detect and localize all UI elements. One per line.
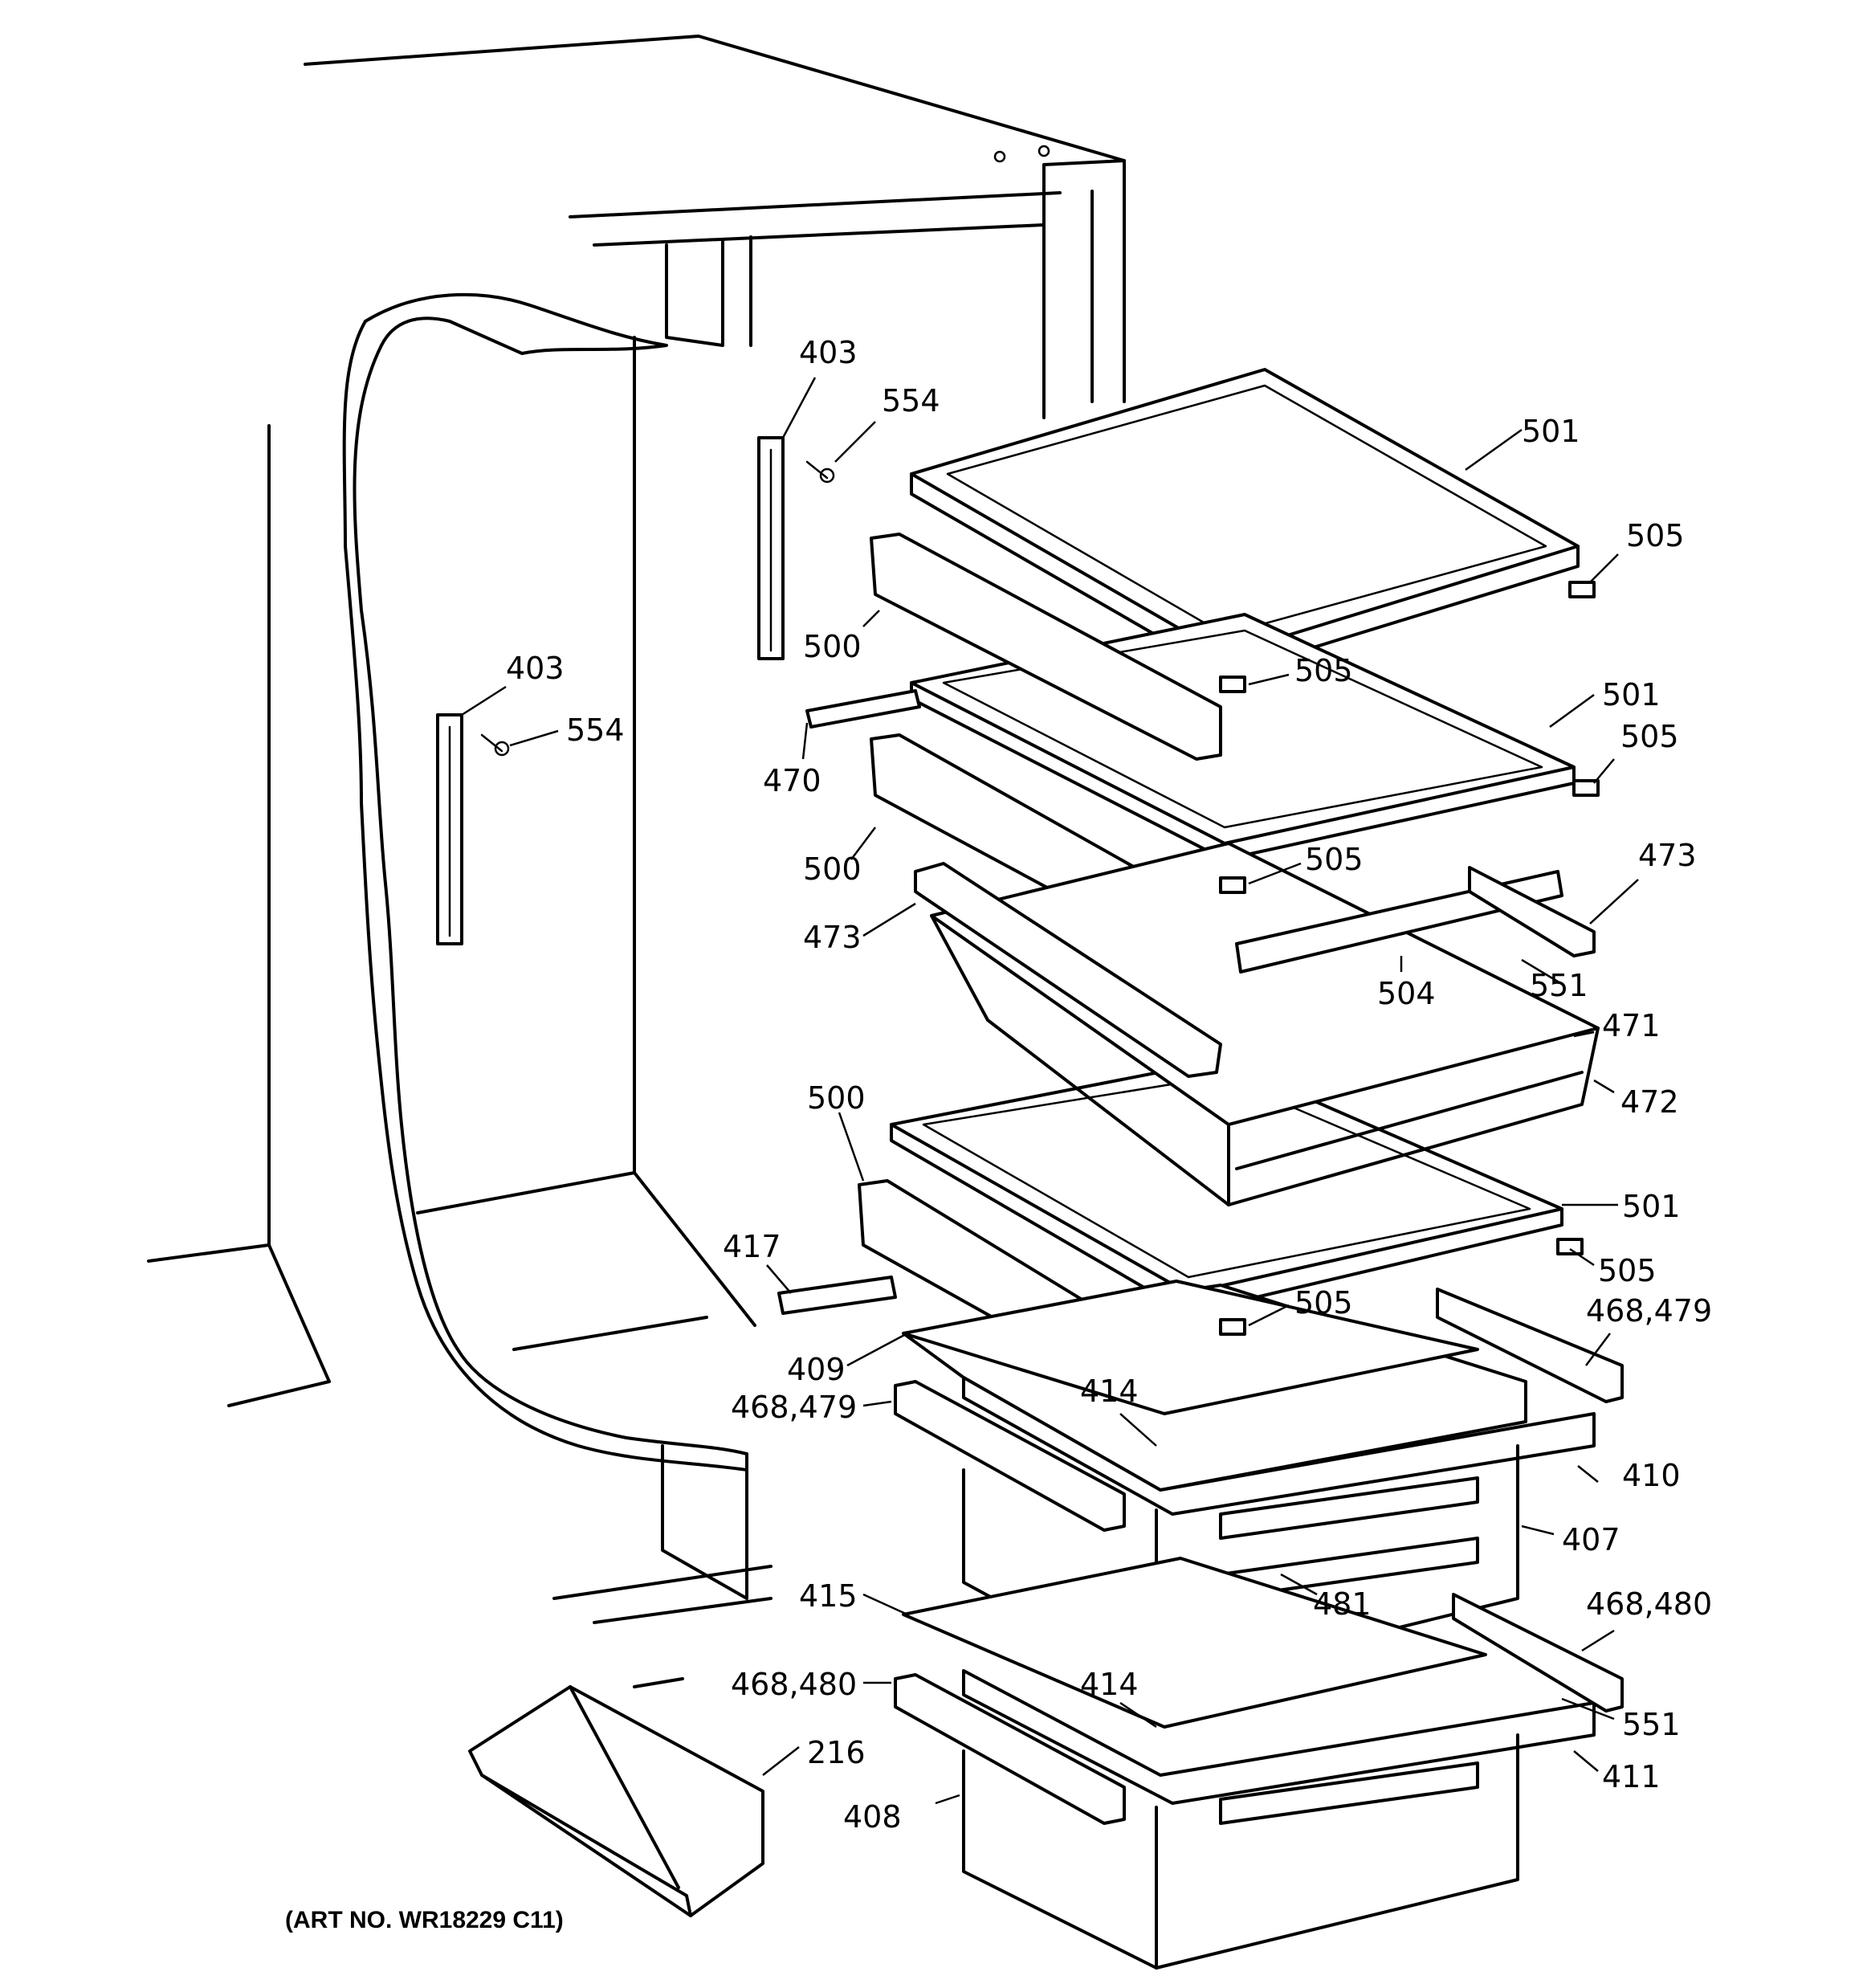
label-408: 408 [843, 1799, 902, 1835]
slide-468-480-right [1452, 1593, 1624, 1712]
label-417: 417 [723, 1229, 781, 1264]
label-468-480-right: 468,480 [1586, 1586, 1712, 1622]
clips-505 [1219, 581, 1600, 1336]
label-470: 470 [763, 763, 821, 798]
label-472: 472 [1620, 1084, 1679, 1120]
cabinet-outline [147, 35, 1126, 1688]
label-501-b: 501 [1602, 677, 1661, 712]
leader-lines [461, 377, 1639, 1805]
slide-468-479-right [1436, 1288, 1624, 1403]
shelf-rail-upper [757, 436, 785, 660]
label-505-e: 505 [1598, 1253, 1657, 1288]
label-468-479-left: 468,479 [731, 1390, 857, 1425]
label-411: 411 [1602, 1759, 1661, 1794]
screw-554-upper [805, 460, 835, 484]
label-501-a: 501 [1522, 414, 1580, 449]
label-216: 216 [807, 1735, 866, 1770]
label-410: 410 [1622, 1458, 1681, 1493]
rail-417 [777, 1276, 897, 1315]
glass-shelf-top [910, 368, 1580, 676]
label-505-b: 505 [1294, 653, 1353, 688]
glass-cover-409 [902, 1280, 1479, 1415]
rail-470 [805, 689, 921, 729]
shelf-rail-middle [436, 713, 463, 945]
label-415: 415 [799, 1578, 858, 1614]
label-500-c: 500 [807, 1080, 866, 1116]
label-403-mid: 403 [506, 651, 565, 686]
shelf-bracket-top [870, 533, 1222, 761]
label-473-left: 473 [803, 920, 862, 955]
label-407: 407 [1562, 1522, 1620, 1557]
label-414-b: 414 [1080, 1667, 1139, 1702]
label-473-right: 473 [1638, 838, 1697, 873]
rail-473-right [1468, 866, 1596, 957]
label-500-a: 500 [803, 629, 862, 664]
label-505-d: 505 [1305, 842, 1364, 877]
label-554-top: 554 [882, 383, 940, 418]
label-554-mid: 554 [566, 712, 625, 748]
part-labels: 403 554 403 554 501 505 500 505 501 505 … [285, 335, 1712, 1933]
label-501-c: 501 [1622, 1189, 1681, 1224]
label-403-top: 403 [799, 335, 858, 370]
label-505-a: 505 [1626, 518, 1685, 553]
label-551-b: 551 [1622, 1707, 1681, 1742]
label-505-c: 505 [1620, 719, 1679, 754]
label-468-479-right: 468,479 [1586, 1293, 1712, 1329]
label-481: 481 [1313, 1586, 1372, 1622]
label-409: 409 [787, 1352, 846, 1387]
label-504: 504 [1377, 976, 1436, 1011]
screw-554-middle [480, 733, 510, 757]
label-414-a: 414 [1080, 1374, 1139, 1409]
label-468-480-left: 468,480 [731, 1667, 857, 1702]
label-471: 471 [1602, 1008, 1661, 1043]
crisper-drawer-lower [894, 1557, 1596, 1970]
door-bin [468, 1685, 764, 1917]
art-number: (ART NO. WR18229 C11) [285, 1907, 564, 1933]
label-551-a: 551 [1530, 968, 1588, 1003]
label-505-f: 505 [1294, 1285, 1353, 1321]
label-500-b: 500 [803, 851, 862, 887]
snack-pan [914, 842, 1600, 1206]
